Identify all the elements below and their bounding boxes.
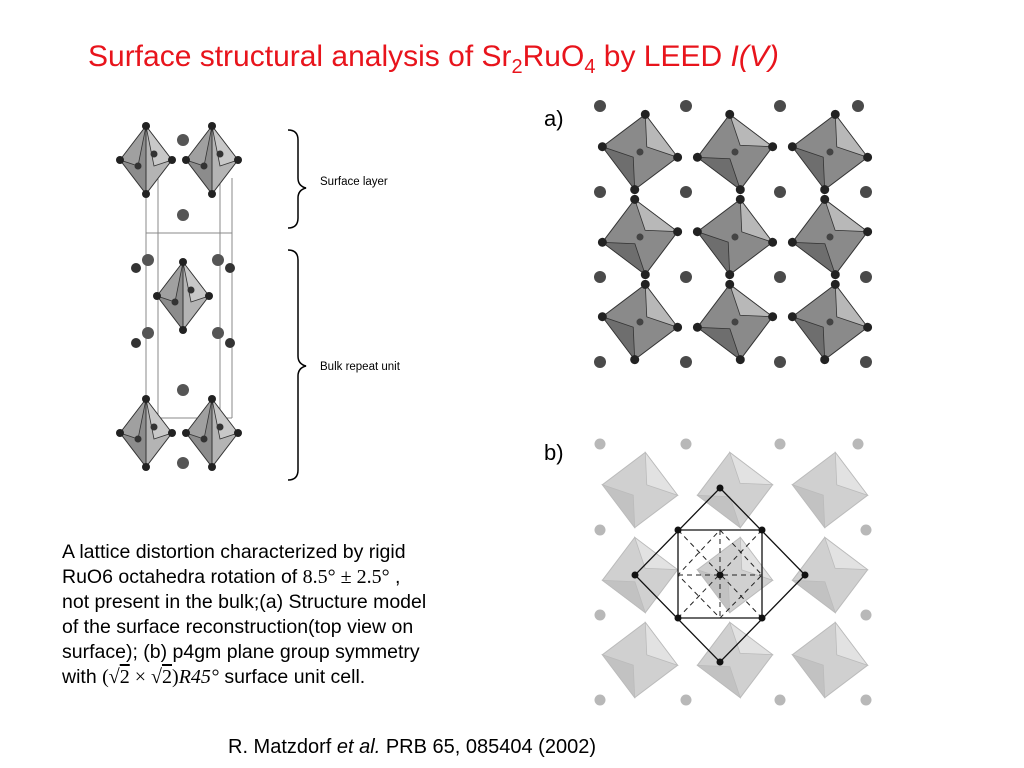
caption-line-6-tail: surface unit cell. <box>218 666 366 688</box>
figure-a-label: a) <box>544 106 564 131</box>
title-sub2: 4 <box>584 56 596 78</box>
symmetry-figure-b: b) <box>544 438 874 706</box>
slide-title: Surface structural analysis of Sr2RuO4 b… <box>88 40 779 79</box>
root-1: 2 <box>119 666 130 688</box>
root-2: 2 <box>162 666 173 688</box>
title-part3: by LEED <box>595 40 731 73</box>
bulk-repeat-label: Bulk repeat unit <box>320 361 401 373</box>
reference-citation: PRB 65, 085404 (2002) <box>380 736 596 758</box>
reference: R. Matzdorf et al. PRB 65, 085404 (2002) <box>228 736 596 759</box>
caption-line-3: not present in the bulk;(a) Structure mo… <box>62 591 427 613</box>
caption-line-2: RuO6 octahedra rotation of 8.5° ± 2.5° , <box>62 565 542 590</box>
top-view-figure-a: a) <box>544 100 879 371</box>
caption-line-5: surface); (b) p4gm plane group symmetry <box>62 641 420 663</box>
caption-line-2-text: RuO6 octahedra rotation of <box>62 566 303 588</box>
title-part1: Surface structural analysis of Sr <box>88 40 512 73</box>
caption-line-6: with (√2 × √2)R45° surface unit cell. <box>62 665 542 690</box>
rotation-angle: 8.5° ± 2.5° <box>302 566 390 588</box>
figure-caption: A lattice distortion characterized by ri… <box>62 540 542 690</box>
title-part2: RuO <box>522 40 585 73</box>
caption-line-1: A lattice distortion characterized by ri… <box>62 541 406 563</box>
rotation-notation: R45° <box>178 666 219 688</box>
caption-line-4: of the surface reconstruction(top view o… <box>62 616 414 638</box>
title-sub1: 2 <box>511 56 523 78</box>
figure-b-label: b) <box>544 440 564 465</box>
reference-etal: et al. <box>336 736 381 758</box>
side-view-figure: Surface layer Bulk repeat unit <box>115 121 401 481</box>
caption-line-2-tail: , <box>389 566 401 588</box>
title-italic: I(V) <box>730 40 779 73</box>
unit-cell-notation: (√2 × √2)R45° <box>102 666 219 688</box>
surface-layer-label: Surface layer <box>320 176 388 188</box>
caption-line-6-text: with <box>62 666 103 688</box>
times-sign: × <box>134 666 147 688</box>
reference-author: R. Matzdorf <box>228 736 337 758</box>
